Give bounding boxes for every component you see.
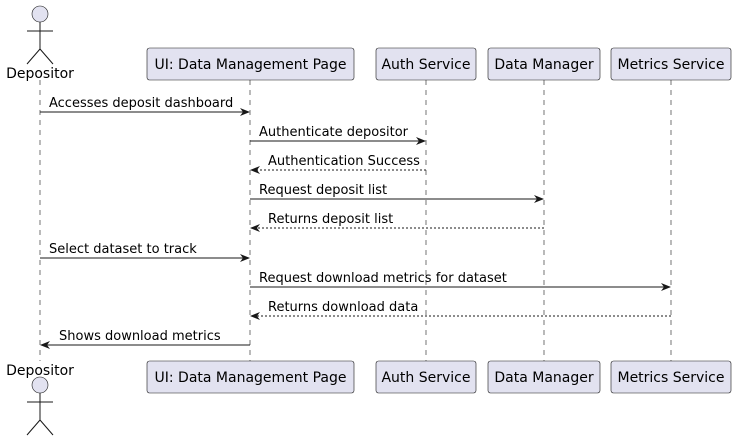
message-label: Shows download metrics [59, 329, 221, 344]
message-3: Authentication Success [250, 154, 426, 174]
message-9: Shows download metrics [40, 329, 250, 349]
participant-box [375, 360, 477, 394]
participant-label: Data Manager [494, 370, 593, 386]
participant-dm-top: Data Manager [487, 47, 601, 81]
participant-metrics-bottom: Metrics Service [610, 360, 732, 394]
participant-label: UI: Data Management Page [155, 370, 347, 386]
actor-label: Depositor [6, 363, 74, 379]
message-label: Returns download data [268, 300, 418, 315]
message-label: Authentication Success [268, 154, 420, 169]
message-label: Select dataset to track [49, 242, 197, 257]
message-5: Returns deposit list [250, 212, 544, 232]
actor-body-icon [26, 393, 54, 436]
message-label: Request deposit list [259, 183, 387, 198]
message-7: Request download metrics for dataset [250, 271, 671, 291]
participant-box [610, 360, 732, 394]
participant-metrics-top: Metrics Service [610, 47, 732, 81]
message-6: Select dataset to track [40, 242, 250, 262]
message-label: Request download metrics for dataset [259, 271, 507, 286]
message-label: Accesses deposit dashboard [49, 96, 233, 111]
actor-head-icon [31, 376, 49, 394]
participant-label: UI: Data Management Page [155, 57, 347, 73]
participant-box [610, 47, 732, 81]
participant-box [146, 360, 355, 394]
participant-auth-top: Auth Service [375, 47, 477, 81]
participant-label: Data Manager [494, 57, 593, 73]
message-1: Accesses deposit dashboard [40, 96, 250, 116]
actor-depositor-top: Depositor [6, 5, 74, 82]
message-label: Authenticate depositor [259, 125, 409, 140]
participant-label: Metrics Service [617, 370, 724, 386]
participant-dm-bottom: Data Manager [487, 360, 601, 394]
participant-ui-bottom: UI: Data Management Page [146, 360, 355, 394]
participant-box [375, 47, 477, 81]
message-4: Request deposit list [250, 183, 544, 203]
participant-label: Metrics Service [617, 57, 724, 73]
actor-body-icon [26, 22, 54, 65]
participant-box [146, 47, 355, 81]
participant-label: Auth Service [381, 370, 470, 386]
participant-box [487, 47, 601, 81]
participant-ui-top: UI: Data Management Page [146, 47, 355, 81]
message-8: Returns download data [250, 300, 671, 320]
message-2: Authenticate depositor [250, 125, 426, 145]
participant-box [487, 360, 601, 394]
actor-depositor-bottom: Depositor [6, 363, 74, 436]
actor-label: Depositor [6, 66, 74, 82]
participant-auth-bottom: Auth Service [375, 360, 477, 394]
participant-label: Auth Service [381, 57, 470, 73]
actor-head-icon [31, 5, 49, 23]
message-label: Returns deposit list [268, 212, 393, 227]
